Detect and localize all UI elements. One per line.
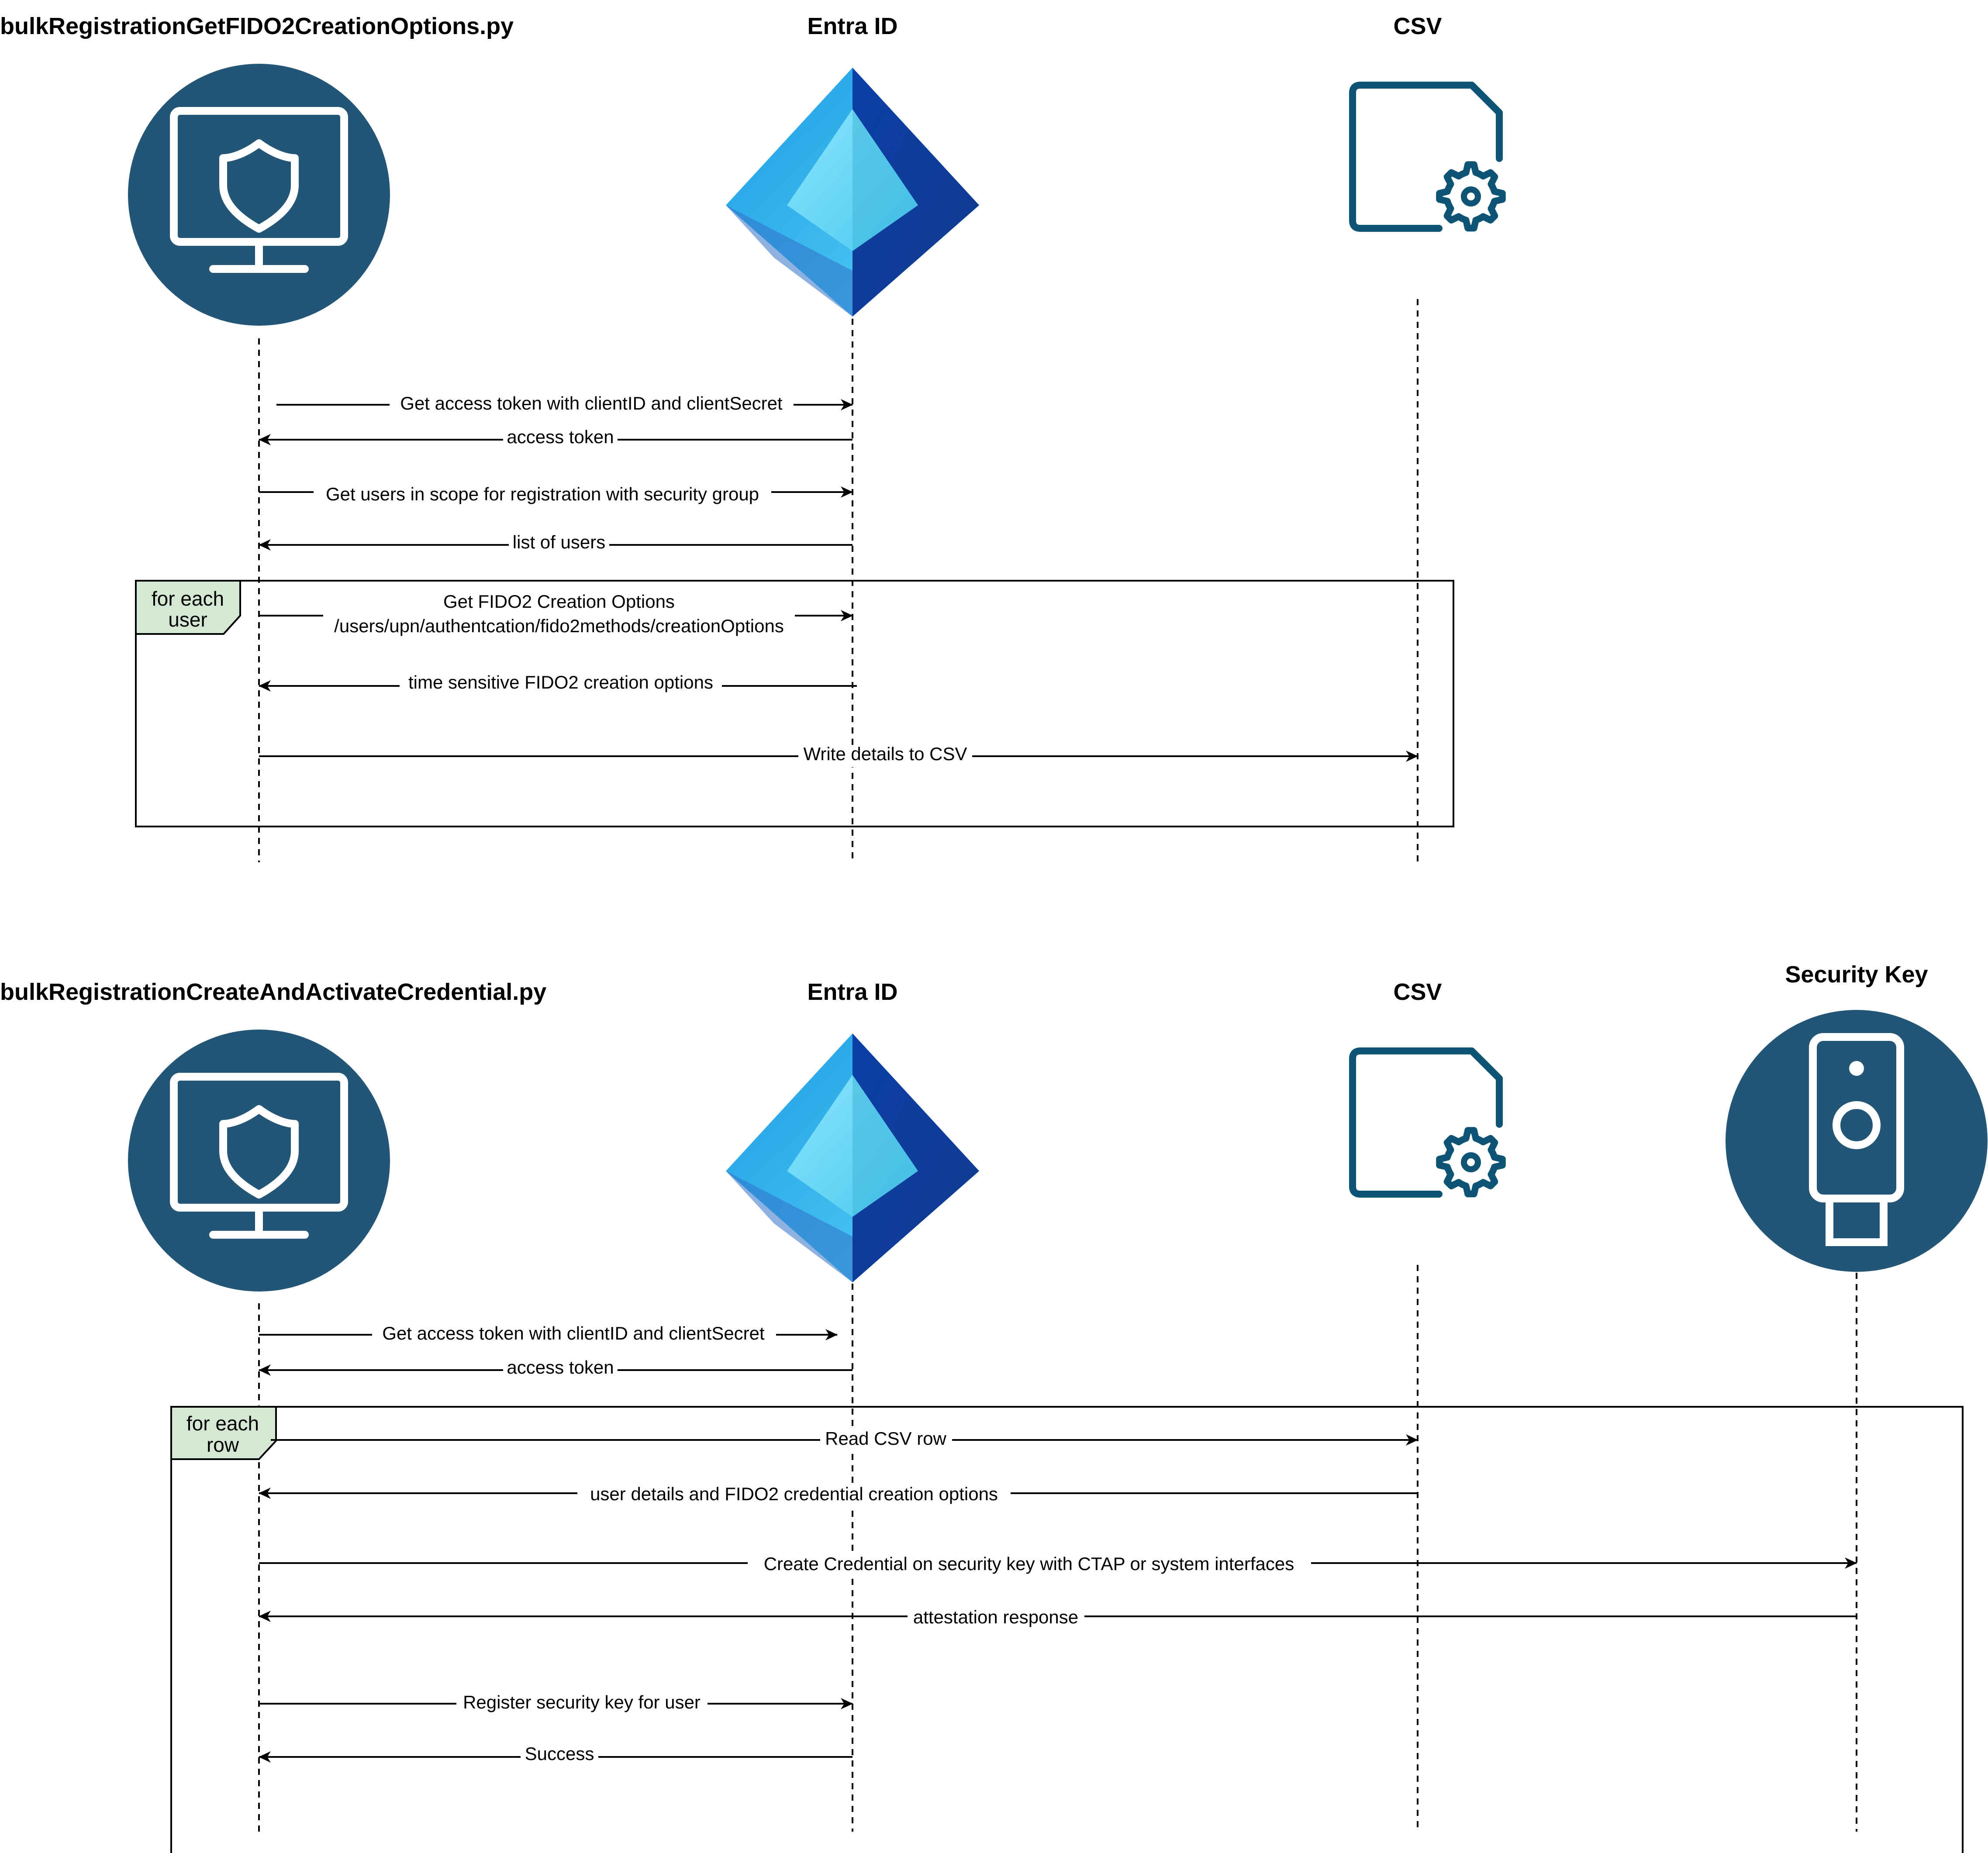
loop-label-line1: for each	[152, 587, 224, 610]
entra-id-logo-icon	[726, 1033, 979, 1282]
participant-title-script: bulkRegistrationGetFIDO2CreationOptions.…	[0, 13, 514, 39]
message-label: Write details to CSV	[803, 744, 967, 764]
loop-frame	[135, 580, 1454, 827]
message-label: time sensitive FIDO2 creation options	[408, 672, 713, 692]
security-key-icon	[1726, 1010, 1988, 1272]
participant-title-entra: Entra ID	[807, 13, 897, 39]
message-label: Get users in scope for registration with…	[326, 484, 759, 504]
message-label: list of users	[513, 532, 605, 552]
loop-frame-tab	[135, 580, 241, 635]
message-label: user details and FIDO2 credential creati…	[590, 1484, 998, 1504]
message-label: access token	[507, 427, 614, 447]
monitor-shield-icon	[128, 1030, 390, 1292]
message-label: Register security key for user	[463, 1692, 701, 1712]
message-label: Get FIDO2 Creation Options	[443, 591, 675, 612]
message-label: Read CSV row	[825, 1428, 946, 1449]
message-label: attestation response	[913, 1607, 1078, 1627]
participant-title-csv: CSV	[1393, 979, 1442, 1005]
top-sequence: bulkRegistrationGetFIDO2CreationOptions.…	[0, 13, 1502, 862]
entra-id-logo-icon	[726, 68, 979, 317]
file-gear-icon	[1353, 1051, 1502, 1194]
monitor-shield-icon	[128, 64, 390, 326]
loop-frame-tab	[170, 1406, 277, 1460]
message-label: access token	[507, 1357, 614, 1378]
participant-title-entra: Entra ID	[807, 979, 897, 1005]
message-label: Success	[525, 1743, 594, 1764]
message-label: Get access token with clientID and clien…	[382, 1323, 765, 1343]
loop-label-line1: for each	[186, 1412, 259, 1435]
loop-label-line2: row	[207, 1433, 239, 1456]
loop-frame	[170, 1406, 1964, 1853]
participant-title-security-key: Security Key	[1785, 961, 1928, 988]
bottom-sequence: bulkRegistrationCreateAndActivateCredent…	[0, 961, 1988, 1853]
file-gear-icon	[1353, 85, 1502, 228]
loop-label-line2: user	[168, 608, 207, 631]
participant-title-script: bulkRegistrationCreateAndActivateCredent…	[0, 979, 546, 1005]
message-label: Create Credential on security key with C…	[764, 1553, 1294, 1574]
participant-title-csv: CSV	[1393, 13, 1442, 39]
message-label: /users/upn/authentcation/fido2methods/cr…	[334, 616, 784, 636]
message-label: Get access token with clientID and clien…	[400, 393, 783, 413]
